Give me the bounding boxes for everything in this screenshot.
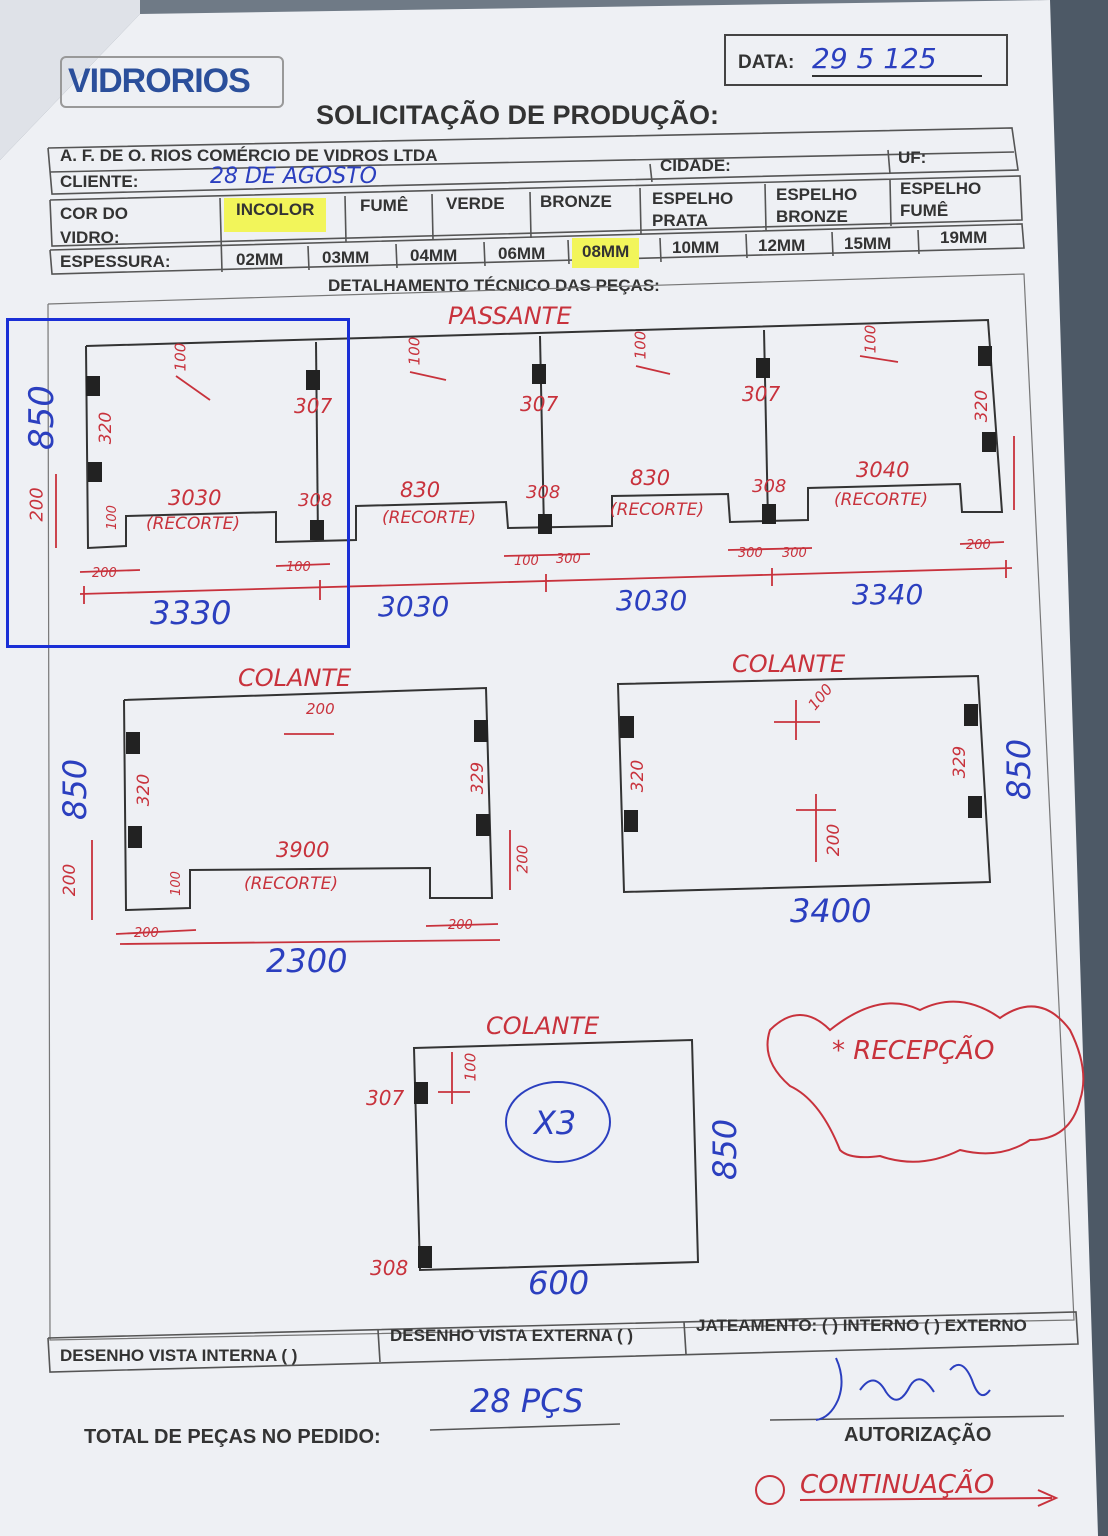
city-label: CIDADE: (660, 156, 731, 175)
client-label: CLIENTE: (60, 172, 139, 191)
colante-1-cut: 3900 (276, 838, 330, 862)
thickness-10mm[interactable]: 10MM (672, 238, 720, 257)
passante-mark-300-b: 300 (738, 546, 763, 561)
passante-label: PASSANTE (448, 302, 572, 330)
authorization-label: AUTORIZAÇÃO (844, 1424, 992, 1446)
glass-option-espelho-prata[interactable]: ESPELHO PRATA (652, 189, 734, 230)
passante-mark-308-c: 308 (752, 476, 787, 497)
company-name: A. F. DE O. RIOS COMÉRCIO DE VIDROS LTDA (60, 146, 438, 165)
passante-mark-300-c: 300 (782, 546, 807, 561)
passante-mark-307-a: 307 (294, 394, 333, 418)
glass-option-bronze[interactable]: BRONZE (540, 192, 612, 211)
passante-mark-200-right: 200 (966, 538, 991, 553)
passante-cut-830-b: 830 (630, 466, 671, 490)
colante-3-quantity: X3 (534, 1104, 577, 1142)
passante-recorte-3: (RECORTE) (610, 500, 705, 520)
glass-option-incolor[interactable]: INCOLOR (224, 198, 327, 232)
recepcao-note: * RECEPÇÃO (832, 1036, 995, 1066)
section-title: DETALHAMENTO TÉCNICO DAS PEÇAS: (328, 276, 660, 295)
form-title: SOLICITAÇÃO DE PRODUÇÃO: (316, 100, 719, 130)
passante-mark-308-b: 308 (526, 482, 561, 503)
passante-width-2: 3030 (378, 590, 450, 623)
colante-1-mark-200-bottom-l: 200 (134, 926, 159, 941)
passante-width-3: 3030 (616, 584, 688, 617)
passante-mark-100-f: 100 (514, 554, 539, 569)
thickness-label: ESPESSURA: (60, 252, 171, 271)
header-grid-lines (47, 127, 1025, 275)
colante-1-width: 2300 (266, 942, 348, 980)
passante-cut-830-a: 830 (400, 478, 441, 502)
glass-color-label-2: VIDRO: (60, 228, 120, 247)
colante-1-mark-200-bottom-r: 200 (448, 918, 473, 933)
colante-2-label: COLANTE (732, 650, 846, 678)
colante-3-mark-307: 307 (366, 1086, 405, 1110)
thickness-15mm[interactable]: 15MM (844, 234, 892, 253)
passante-cut-3030: 3030 (168, 486, 222, 510)
passante-recorte-4: (RECORTE) (834, 490, 929, 510)
date-value: 29 5 125 (812, 42, 982, 77)
glass-option-espelho-bronze[interactable]: ESPELHO BRONZE (776, 185, 858, 226)
selection-box (6, 318, 350, 648)
continuation-note: CONTINUAÇÃO (800, 1470, 995, 1500)
logo-frame (60, 56, 284, 108)
passante-recorte-2: (RECORTE) (382, 508, 477, 528)
colante-1-mark-200-top: 200 (306, 700, 335, 718)
passante-recorte-1: (RECORTE) (146, 514, 241, 534)
passante-mark-300-a: 300 (556, 552, 581, 567)
glass-color-label-1: COR DO (60, 204, 128, 223)
external-view-option[interactable]: DESENHO VISTA EXTERNA ( ) (390, 1326, 634, 1345)
uf-label: UF: (898, 148, 927, 167)
colante-3-mark-308: 308 (370, 1256, 409, 1280)
date-box (724, 34, 1008, 86)
date-label: DATA: (738, 52, 795, 73)
thickness-06mm[interactable]: 06MM (498, 244, 546, 263)
thickness-12mm[interactable]: 12MM (758, 236, 806, 255)
glass-option-fume[interactable]: FUMÊ (360, 196, 409, 215)
company-logo: VIDRORIOS (68, 62, 251, 100)
glass-option-verde[interactable]: VERDE (446, 194, 505, 213)
glass-option-espelho-fume[interactable]: ESPELHO FUMÊ (900, 179, 982, 220)
passante-mark-308-a: 308 (298, 490, 333, 511)
jateamento-option[interactable]: JATEAMENTO: ( ) INTERNO ( ) EXTERNO (696, 1316, 1027, 1335)
colante-3-label: COLANTE (486, 1012, 600, 1040)
passante-width-1: 3330 (150, 594, 232, 632)
passante-mark-307-b: 307 (520, 392, 559, 416)
passante-width-4: 3340 (852, 578, 924, 611)
thickness-19mm[interactable]: 19MM (940, 228, 988, 247)
colante-1-recorte: (RECORTE) (244, 874, 339, 894)
thickness-02mm[interactable]: 02MM (236, 250, 284, 269)
colante-1-label: COLANTE (238, 664, 352, 692)
thickness-04mm[interactable]: 04MM (410, 246, 458, 265)
colante-2-width: 3400 (790, 892, 872, 930)
thickness-08mm[interactable]: 08MM (572, 238, 640, 268)
internal-view-option[interactable]: DESENHO VISTA INTERNA ( ) (60, 1346, 298, 1365)
thickness-03mm[interactable]: 03MM (322, 248, 370, 267)
colante-3-width: 600 (528, 1264, 590, 1302)
client-value: 28 DE AGOSTO (210, 164, 377, 189)
passante-mark-200-bottom: 200 (92, 566, 117, 581)
passante-cut-3040: 3040 (856, 458, 910, 482)
total-pieces-label: TOTAL DE PEÇAS NO PEDIDO: (84, 1426, 381, 1448)
passante-mark-307-c: 307 (742, 382, 781, 406)
passante-mark-100-e: 100 (286, 560, 311, 575)
total-pieces-value: 28 PÇS (470, 1382, 584, 1420)
